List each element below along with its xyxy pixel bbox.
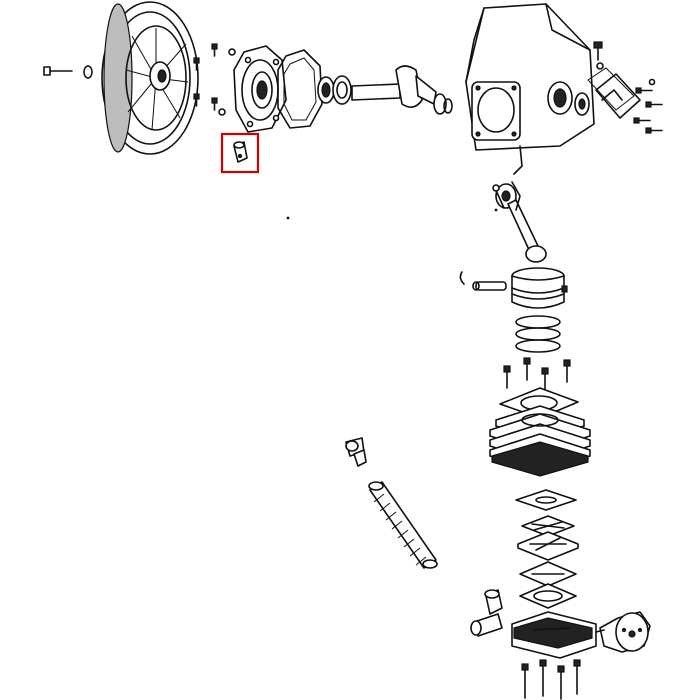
head-bolts[interactable] xyxy=(521,659,581,700)
flywheel-pulley[interactable] xyxy=(101,1,199,155)
crankcase[interactable] xyxy=(465,3,595,175)
wrist-pin[interactable] xyxy=(472,281,507,291)
upper-valve-gasket[interactable] xyxy=(519,561,577,587)
highlighted-plug-part[interactable] xyxy=(233,141,248,163)
piston-rings[interactable] xyxy=(515,315,561,353)
crankcase-bolt[interactable] xyxy=(593,41,604,70)
cover-gasket[interactable] xyxy=(277,49,323,129)
rod-bolt[interactable] xyxy=(492,184,505,209)
part-highlight-box xyxy=(220,132,260,174)
elbow-fitting[interactable] xyxy=(345,437,367,467)
piston[interactable] xyxy=(511,267,568,309)
wrist-pin-clip[interactable] xyxy=(459,271,465,285)
lower-valve-gasket[interactable] xyxy=(515,489,577,511)
connecting-rod[interactable] xyxy=(495,181,547,263)
threaded-pipe[interactable] xyxy=(368,481,438,569)
rear-cover-plate[interactable] xyxy=(587,67,641,119)
crankshaft-bearing-right[interactable] xyxy=(332,75,352,105)
valve-reed[interactable] xyxy=(521,515,575,537)
valve-plate[interactable] xyxy=(517,531,579,561)
pulley-bolt[interactable] xyxy=(43,65,93,79)
head-gasket[interactable] xyxy=(519,583,577,609)
crankcase-rear-bearing[interactable] xyxy=(574,92,590,116)
head-elbow-fitting[interactable] xyxy=(470,589,503,637)
cylinder-head[interactable] xyxy=(511,611,597,659)
crankshaft[interactable] xyxy=(351,65,453,115)
pipe-threads xyxy=(373,493,427,566)
air-filter[interactable] xyxy=(595,611,651,653)
crankshaft-bearing-left[interactable] xyxy=(317,76,335,104)
cylinder[interactable] xyxy=(489,405,591,477)
bearing-cover[interactable] xyxy=(233,45,287,133)
cylinder-studs[interactable] xyxy=(503,357,571,391)
cover-screws[interactable] xyxy=(193,43,236,116)
scan-speck xyxy=(494,208,498,212)
scan-speck xyxy=(286,216,290,220)
rear-cover-bolts[interactable] xyxy=(633,78,663,134)
